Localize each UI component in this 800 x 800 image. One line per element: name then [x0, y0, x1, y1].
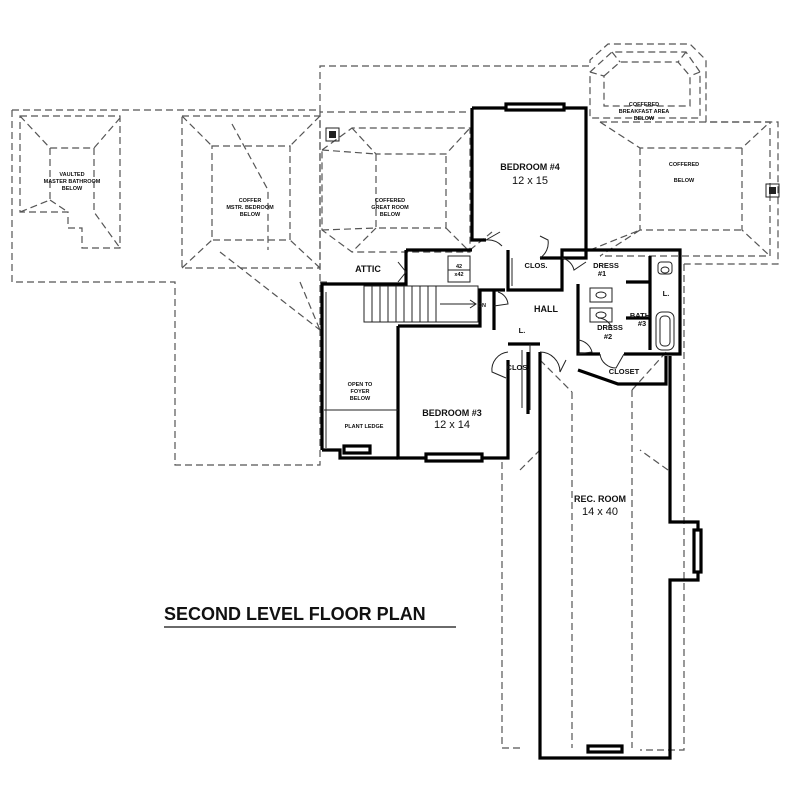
vaulted-master-bath-line2: MASTER BATHROOM — [44, 179, 101, 185]
vaulted-master-bath-line3: BELOW — [62, 186, 83, 192]
bath3-label-line2: #3 — [638, 319, 646, 328]
vaulted-master-bathroom-ceiling — [19, 115, 121, 249]
closet-label: CLOSET — [609, 367, 640, 376]
open-to-foyer-line3: BELOW — [350, 396, 371, 402]
stair — [363, 285, 479, 323]
room-labels: BEDROOM #4 12 x 15 BEDROOM #3 12 x 14 RE… — [345, 162, 670, 518]
coffer-master-bedroom-line2: MSTR. BEDROOM — [226, 205, 274, 211]
bath3-label-line1: BATH — [630, 311, 650, 320]
doors — [485, 231, 625, 379]
coffered-breakfast-line1: COFFERED — [629, 102, 659, 108]
plant-ledge-label: PLANT LEDGE — [345, 424, 384, 430]
coffered-right-ceiling — [589, 121, 771, 257]
coffered-breakfast-area-ceiling — [589, 51, 701, 119]
coffered-right-line1: COFFERED — [669, 162, 699, 168]
bedroom4-size: 12 x 15 — [512, 175, 548, 187]
bedroom3-size: 12 x 14 — [434, 419, 470, 431]
linen-lower-label: L. — [519, 326, 526, 335]
walls — [320, 106, 700, 760]
coffer-master-bedroom-ceiling — [181, 115, 321, 331]
coffered-great-room-line2: GREAT ROOM — [371, 205, 409, 211]
bath-fixtures — [511, 258, 675, 410]
lower-level-outline — [11, 43, 779, 751]
open-to-foyer-line1: OPEN TO — [348, 382, 373, 388]
rec-room-size: 14 x 40 — [582, 506, 618, 518]
open-to-foyer-line2: FOYER — [351, 389, 370, 395]
linen-upper-label: L. — [663, 289, 670, 298]
coffered-breakfast-line3: BELOW — [634, 116, 655, 122]
coffered-great-room-line1: COFFERED — [375, 198, 405, 204]
bedroom3-name: BEDROOM #3 — [422, 408, 482, 418]
coffered-great-room-line3: BELOW — [380, 212, 401, 218]
dress1-label-line2: #1 — [598, 269, 606, 278]
coffered-great-room-ceiling — [321, 127, 493, 253]
pull-stair-label-line1: 42 — [456, 264, 462, 270]
coffer-master-bedroom-line3: BELOW — [240, 212, 261, 218]
coffered-right-line2: BELOW — [674, 178, 695, 184]
coffer-master-bedroom-line1: COFFER — [239, 198, 262, 204]
dress1-label-line1: DRESS — [593, 261, 619, 270]
below-notes: VAULTED MASTER BATHROOM BELOW COFFER MST… — [44, 102, 700, 218]
clos-lower-label: CLOS. — [507, 363, 530, 372]
dress2-label-line1: DRESS — [597, 323, 623, 332]
dress2-label-line2: #2 — [604, 332, 612, 341]
vaulted-master-bath-line1: VAULTED — [59, 172, 84, 178]
clos-upper-label: CLOS. — [525, 261, 548, 270]
hall-label: HALL — [534, 304, 558, 314]
attic-pull-stair — [397, 255, 471, 283]
chimney-markers — [325, 127, 780, 198]
rec-room-name: REC. ROOM — [574, 494, 626, 504]
bedroom4-name: BEDROOM #4 — [500, 162, 560, 172]
coffered-breakfast-line2: BREAKFAST AREA — [619, 109, 670, 115]
pull-stair-label-line2: x42 — [454, 272, 463, 278]
attic-label: ATTIC — [355, 264, 381, 274]
windows — [342, 102, 703, 754]
plan-title: SECOND LEVEL FLOOR PLAN — [164, 604, 426, 624]
stair-dn-label: DN — [478, 303, 486, 309]
rec-room-ceiling-lines — [519, 349, 669, 748]
